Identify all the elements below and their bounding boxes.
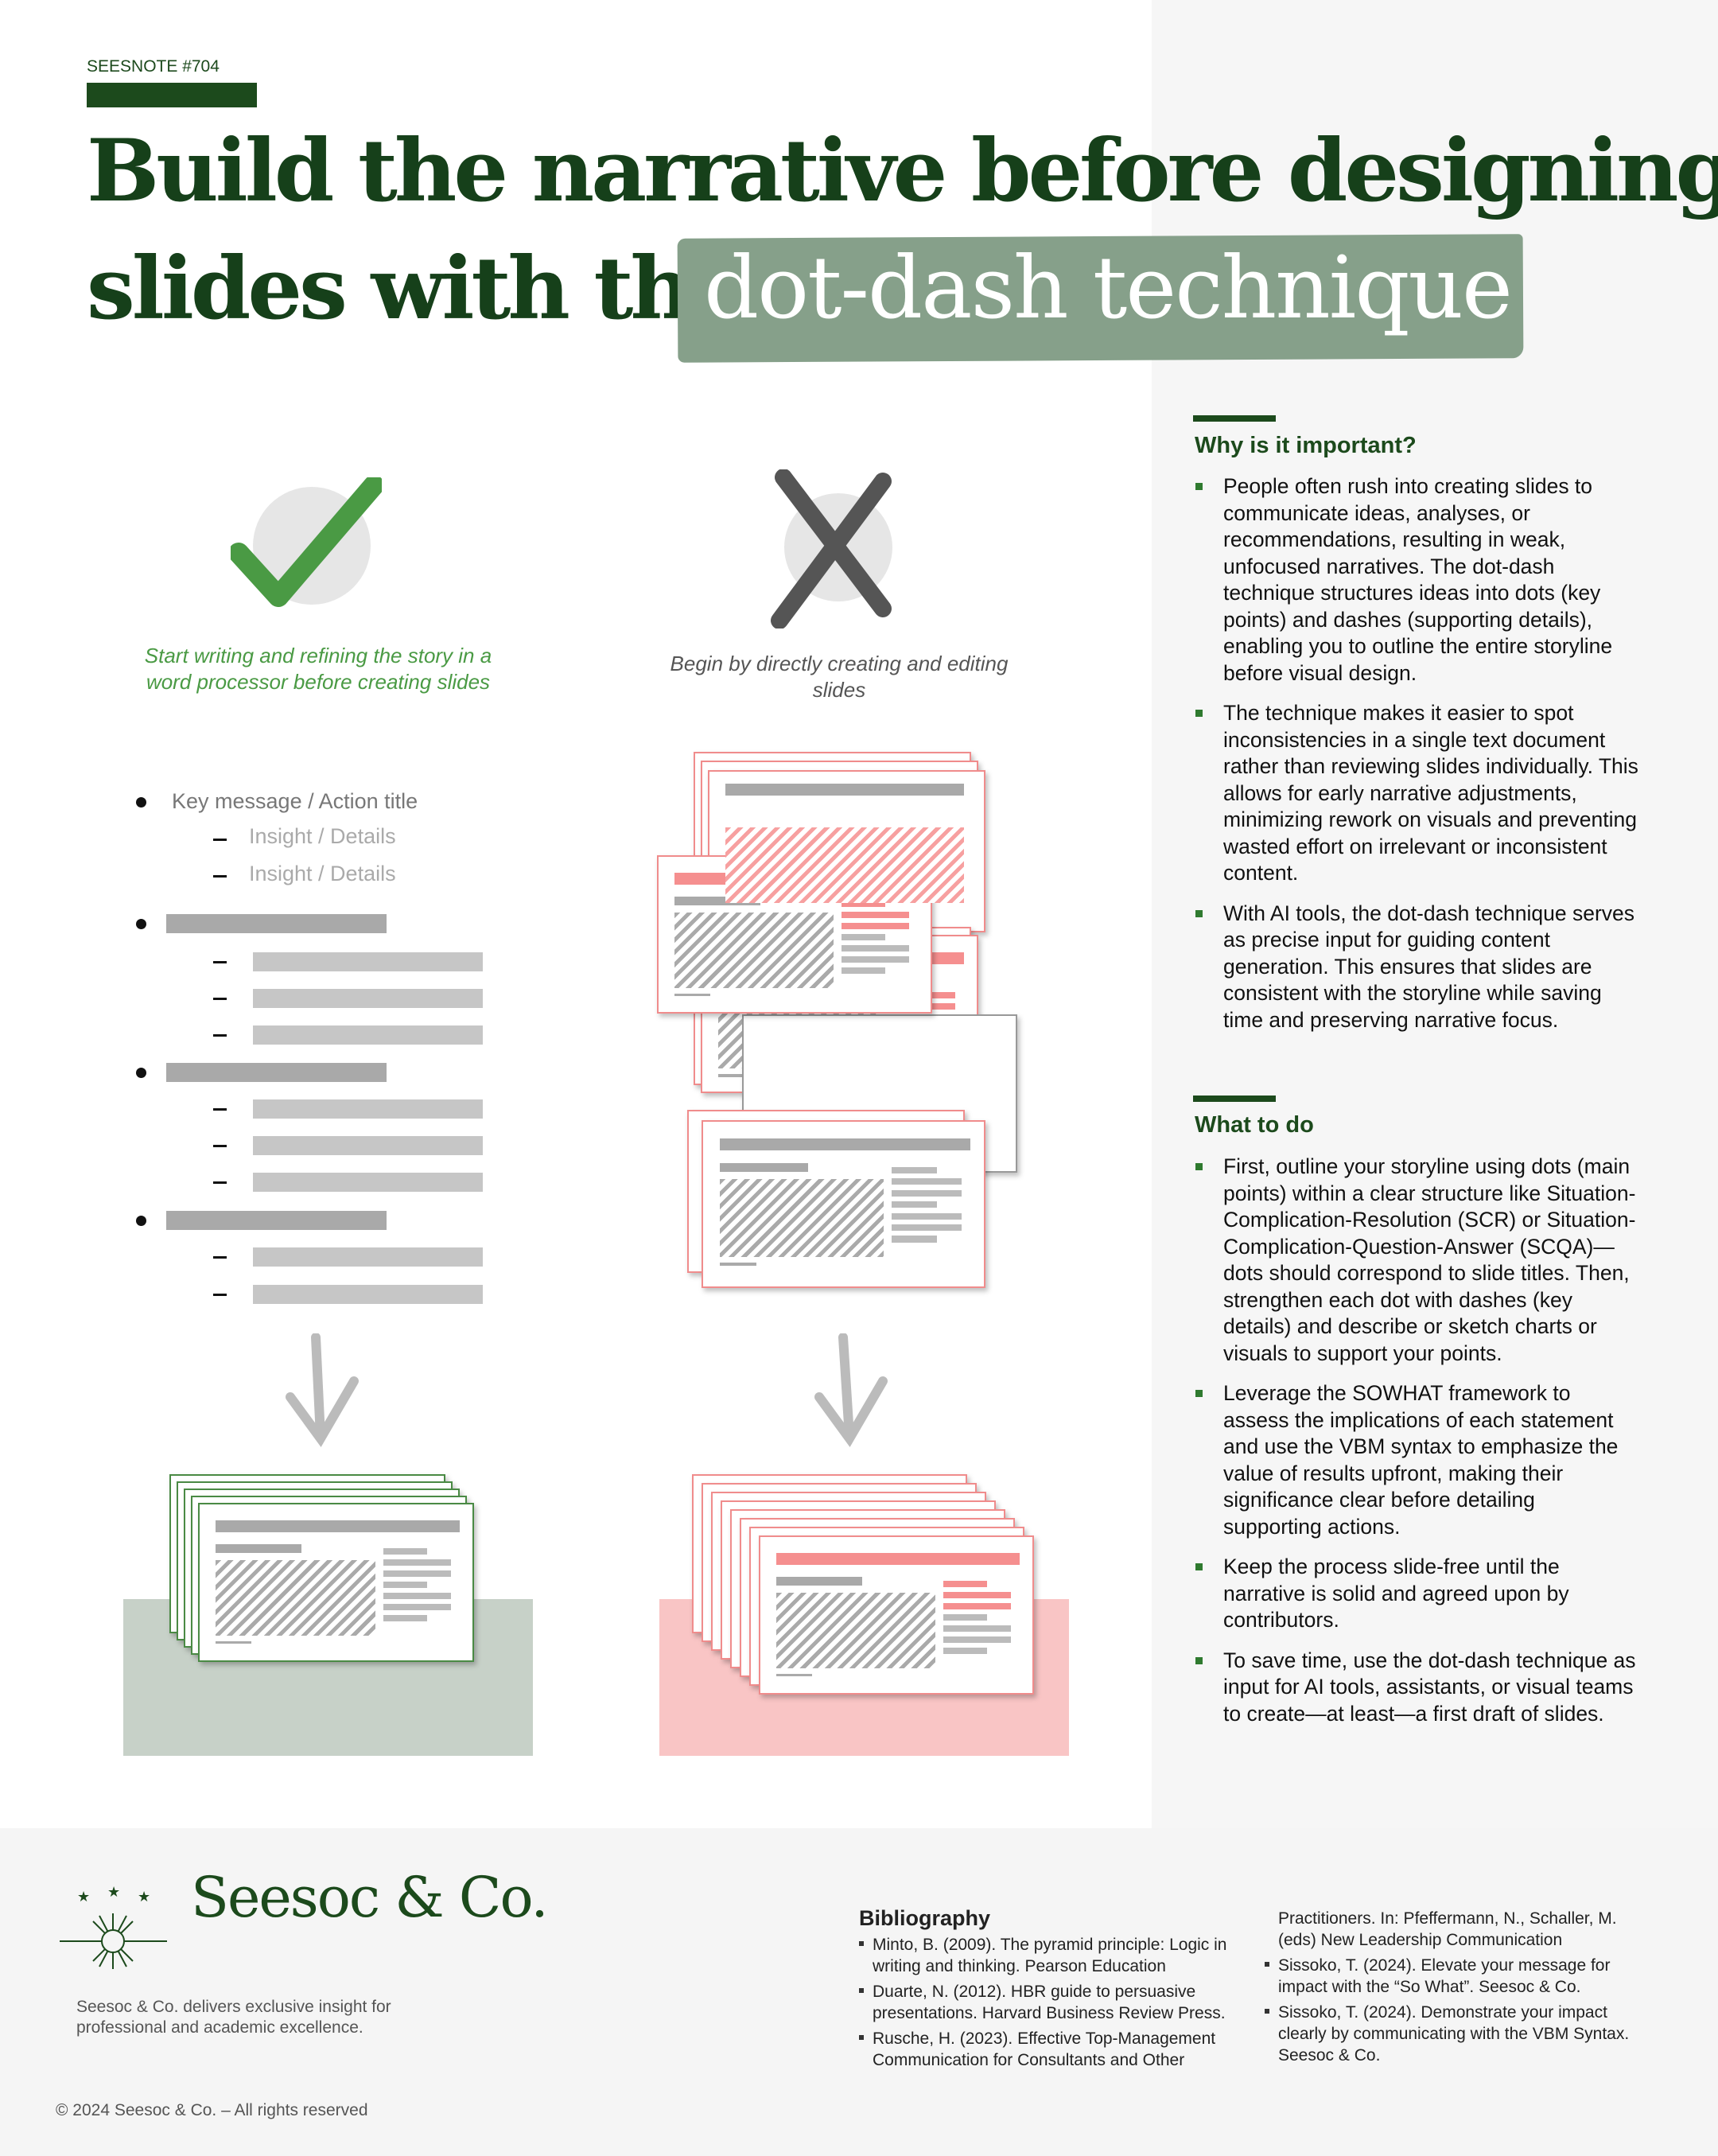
todo-list: First, outline your storyline using dots… xyxy=(1193,1154,1638,1741)
dash-bullet xyxy=(213,998,227,1000)
section-rule xyxy=(1193,1096,1276,1102)
series-bar xyxy=(87,83,257,107)
dash-bullet xyxy=(213,1108,227,1111)
x-icon xyxy=(771,469,892,629)
dot-bullet xyxy=(136,1068,146,1078)
why-bullet: With AI tools, the dot-dash technique se… xyxy=(1193,901,1638,1034)
outline-key-message: Key message / Action title xyxy=(172,789,418,813)
slide-hatched-area xyxy=(725,827,964,903)
brand-logo-icon: ★ ★ ★ xyxy=(60,1886,167,1969)
why-bullet: People often rush into creating slides t… xyxy=(1193,473,1638,687)
check-icon xyxy=(231,477,382,607)
placeholder-key-message xyxy=(166,1211,387,1230)
bibliography-heading: Bibliography xyxy=(859,1906,991,1930)
left-caption: Start writing and refining the story in … xyxy=(144,644,492,694)
svg-text:★: ★ xyxy=(77,1889,90,1905)
placeholder-detail xyxy=(253,1099,483,1119)
outline-insight: Insight / Details xyxy=(249,824,396,848)
dash-bullet xyxy=(213,1181,227,1184)
dash-bullet xyxy=(213,1294,227,1296)
todo-heading: What to do xyxy=(1195,1112,1314,1138)
section-rule xyxy=(1193,415,1276,422)
dash-bullet xyxy=(213,839,227,841)
dot-bullet xyxy=(136,919,146,929)
series-label: SEESNOTE #704 xyxy=(87,57,220,76)
placeholder-detail xyxy=(253,952,483,971)
why-list: People often rush into creating slides t… xyxy=(1193,473,1638,1047)
bibliography-entry: Minto, B. (2009). The pyramid principle:… xyxy=(859,1934,1257,1977)
copyright: © 2024 Seesoc & Co. – All rights reserve… xyxy=(56,2101,368,2119)
brand-name: Seesoc & Co. xyxy=(191,1865,549,1930)
svg-text:★: ★ xyxy=(138,1889,150,1905)
outline-insight: Insight / Details xyxy=(249,862,396,885)
dot-bullet xyxy=(136,1216,146,1226)
slide-thumbnail xyxy=(759,1535,1034,1695)
why-bullet: The technique makes it easier to spot in… xyxy=(1193,700,1638,887)
placeholder-detail xyxy=(253,989,483,1008)
page-title-highlight: dot-dash technique xyxy=(704,239,1513,338)
bibliography-entry: Rusche, H. (2023). Effective Top-Managem… xyxy=(859,2028,1257,2071)
placeholder-detail xyxy=(253,1285,483,1304)
slide-title-bar xyxy=(725,784,964,796)
dash-bullet xyxy=(213,1145,227,1147)
todo-bullet: Keep the process slide-free until the na… xyxy=(1193,1554,1638,1634)
dot-bullet xyxy=(136,797,146,808)
slide-thumbnail xyxy=(198,1503,474,1662)
todo-bullet: First, outline your storyline using dots… xyxy=(1193,1154,1638,1367)
dash-bullet xyxy=(213,1034,227,1037)
arrow-down-icon xyxy=(286,1333,359,1447)
page-title-line2: slides with the xyxy=(87,239,744,339)
bibliography-entry-continued: Practitioners. In: Pfeffermann, N., Scha… xyxy=(1278,1909,1617,1949)
middle-caption: Begin by directly creating and editing s… xyxy=(670,652,1009,702)
page-title-line1: Build the narrative before designing xyxy=(87,121,1718,221)
placeholder-key-message xyxy=(166,914,387,933)
placeholder-detail xyxy=(253,1136,483,1155)
slide-thumbnail xyxy=(702,1120,985,1288)
bibliography-entry: Duarte, N. (2012). HBR guide to persuasi… xyxy=(859,1981,1257,2024)
svg-text:★: ★ xyxy=(107,1886,120,1900)
todo-bullet: To save time, use the dot-dash technique… xyxy=(1193,1648,1638,1728)
placeholder-key-message xyxy=(166,1063,387,1082)
placeholder-detail xyxy=(253,1025,483,1045)
arrow-down-icon xyxy=(814,1333,888,1447)
placeholder-detail xyxy=(253,1247,483,1267)
dash-bullet xyxy=(213,875,227,878)
dash-bullet xyxy=(213,1256,227,1259)
bibliography-entry: Sissoko, T. (2024). Demonstrate your imp… xyxy=(1265,2002,1654,2066)
todo-bullet: Leverage the SOWHAT framework to assess … xyxy=(1193,1380,1638,1540)
placeholder-detail xyxy=(253,1173,483,1192)
dash-bullet xyxy=(213,961,227,963)
brand-tagline: Seesoc & Co. delivers exclusive insight … xyxy=(76,1998,391,2037)
bibliography-entry: Sissoko, T. (2024). Elevate your message… xyxy=(1265,1955,1654,1998)
why-heading: Why is it important? xyxy=(1195,433,1417,458)
